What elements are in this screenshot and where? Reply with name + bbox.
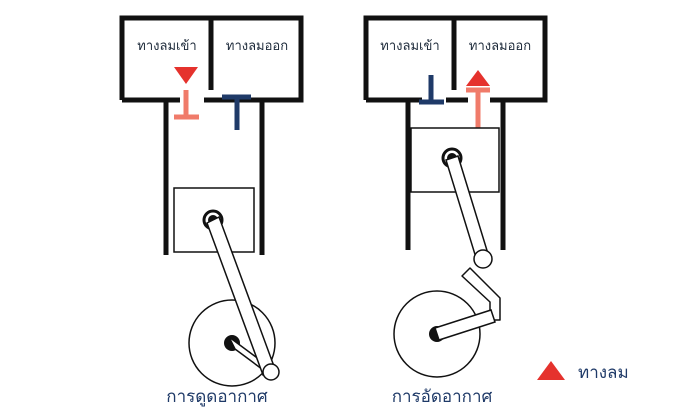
right-airflow-arrow [466, 70, 490, 86]
legend-airflow-icon [537, 361, 565, 380]
right-rod-joint [473, 249, 493, 269]
right-caption: การอัดอากาศ [392, 387, 493, 407]
right-crank-arm [434, 309, 496, 341]
left-intake-label: ทางลมเข้า [137, 39, 196, 54]
left-exhaust-valve [222, 94, 251, 130]
right-engine: ทางลมเข้า ทางลมออก [363, 15, 548, 378]
left-intake-valve [174, 90, 199, 120]
left-engine: ทางลมเข้า ทางลมออก [119, 15, 304, 387]
legend: ทางลม [537, 361, 629, 383]
right-crank-linkage [461, 267, 501, 321]
legend-label: ทางลม [578, 363, 629, 383]
right-intake-valve [419, 75, 444, 105]
left-crank-pin [262, 363, 280, 381]
right-intake-label: ทางลมเข้า [380, 39, 439, 54]
left-exhaust-label: ทางลมออก [226, 39, 288, 54]
right-exhaust-label: ทางลมออก [469, 39, 531, 54]
left-caption: การดูดอากาศ [166, 387, 268, 407]
left-airflow-arrow [174, 67, 198, 84]
